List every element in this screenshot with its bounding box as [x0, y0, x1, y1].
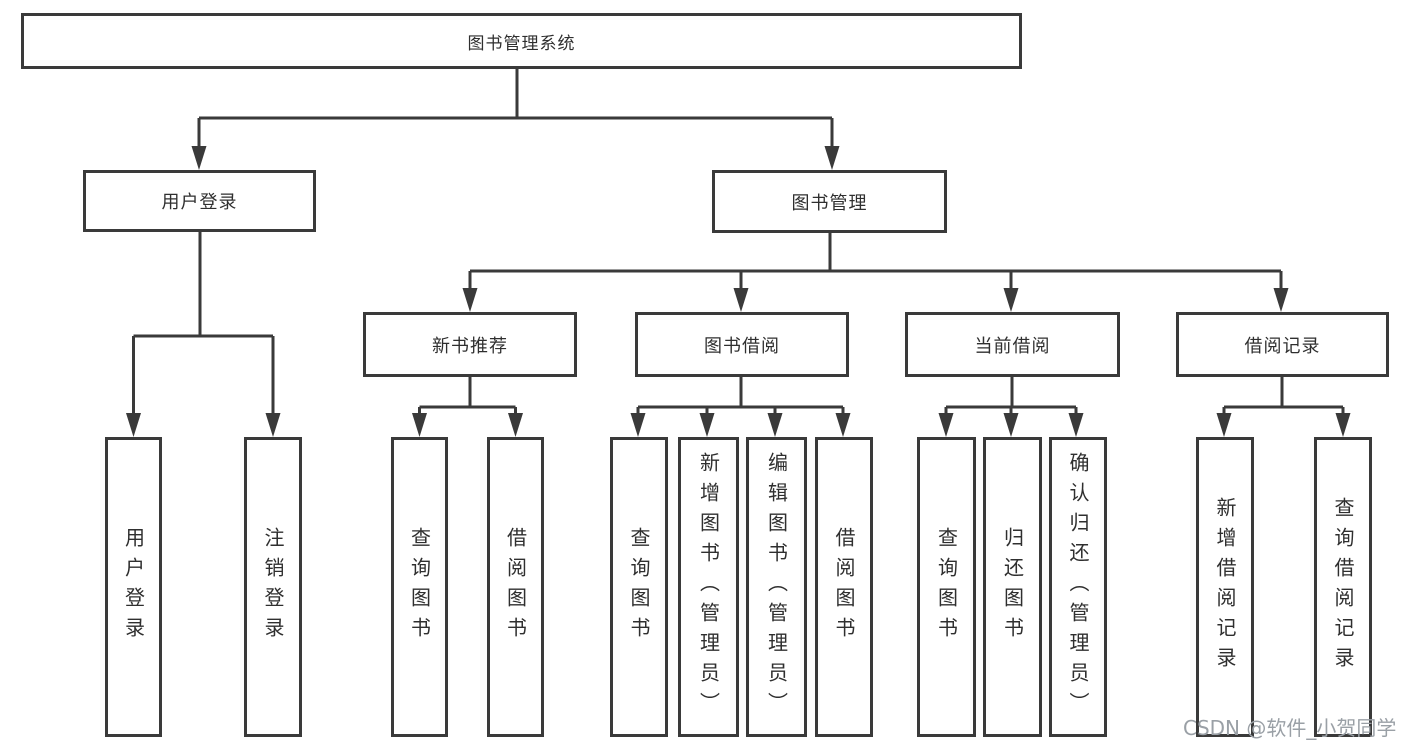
leaf-records-add-record-label: 新增借阅记录 — [1213, 497, 1237, 677]
leaf-user-login: 用户登录 — [105, 437, 162, 737]
leaf-newbooks-borrow-books: 借阅图书 — [487, 437, 544, 737]
csdn-watermark: CSDN @软件_小贺同学 — [1183, 716, 1397, 740]
leaf-borrowing-query-books: 查询图书 — [610, 437, 668, 737]
leaf-logout: 注销登录 — [244, 437, 302, 737]
leaf-borrowing-borrow-books: 借阅图书 — [815, 437, 873, 737]
node-user-login: 用户登录 — [83, 170, 316, 232]
node-current-borrowing-label: 当前借阅 — [974, 335, 1051, 357]
leaf-newbooks-borrow-books-label: 借阅图书 — [503, 527, 528, 647]
leaf-newbooks-query-books-label: 查询图书 — [407, 527, 432, 647]
node-library-management-system-label: 图书管理系统 — [467, 33, 576, 54]
leaf-records-add-record: 新增借阅记录 — [1196, 437, 1254, 737]
leaf-borrowing-query-books-label: 查询图书 — [627, 527, 651, 647]
leaf-borrowing-borrow-books-label: 借阅图书 — [832, 527, 856, 647]
leaf-current-return-books: 归还图书 — [983, 437, 1042, 737]
leaf-user-login-label: 用户登录 — [121, 527, 146, 647]
leaf-current-confirm-return-admin-label: 确认归还（管理员） — [1066, 452, 1090, 722]
node-book-borrowing-label: 图书借阅 — [704, 335, 780, 357]
leaf-logout-label: 注销登录 — [261, 527, 285, 647]
node-borrow-records: 借阅记录 — [1176, 312, 1389, 377]
node-book-management-label: 图书管理 — [791, 192, 868, 214]
node-borrow-records-label: 借阅记录 — [1244, 335, 1321, 357]
node-book-borrowing: 图书借阅 — [635, 312, 849, 377]
leaf-borrowing-edit-books-admin: 编辑图书（管理员） — [746, 437, 807, 737]
leaf-records-query-record: 查询借阅记录 — [1314, 437, 1372, 737]
node-book-management: 图书管理 — [712, 170, 947, 233]
node-new-book-recommend-label: 新书推荐 — [432, 335, 508, 357]
leaf-borrowing-edit-books-admin-label: 编辑图书（管理员） — [764, 452, 789, 722]
leaf-newbooks-query-books: 查询图书 — [391, 437, 448, 737]
node-new-book-recommend: 新书推荐 — [363, 312, 577, 377]
leaf-current-query-books-label: 查询图书 — [934, 527, 959, 647]
leaf-current-return-books-label: 归还图书 — [1000, 527, 1025, 647]
node-user-login-label: 用户登录 — [161, 192, 238, 213]
leaf-current-confirm-return-admin: 确认归还（管理员） — [1049, 437, 1107, 737]
leaf-borrowing-add-books-admin-label: 新增图书（管理员） — [696, 452, 721, 722]
leaf-current-query-books: 查询图书 — [917, 437, 976, 737]
node-library-management-system: 图书管理系统 — [21, 13, 1022, 69]
leaf-borrowing-add-books-admin: 新增图书（管理员） — [678, 437, 739, 737]
node-current-borrowing: 当前借阅 — [905, 312, 1120, 377]
leaf-records-query-record-label: 查询借阅记录 — [1331, 497, 1355, 677]
